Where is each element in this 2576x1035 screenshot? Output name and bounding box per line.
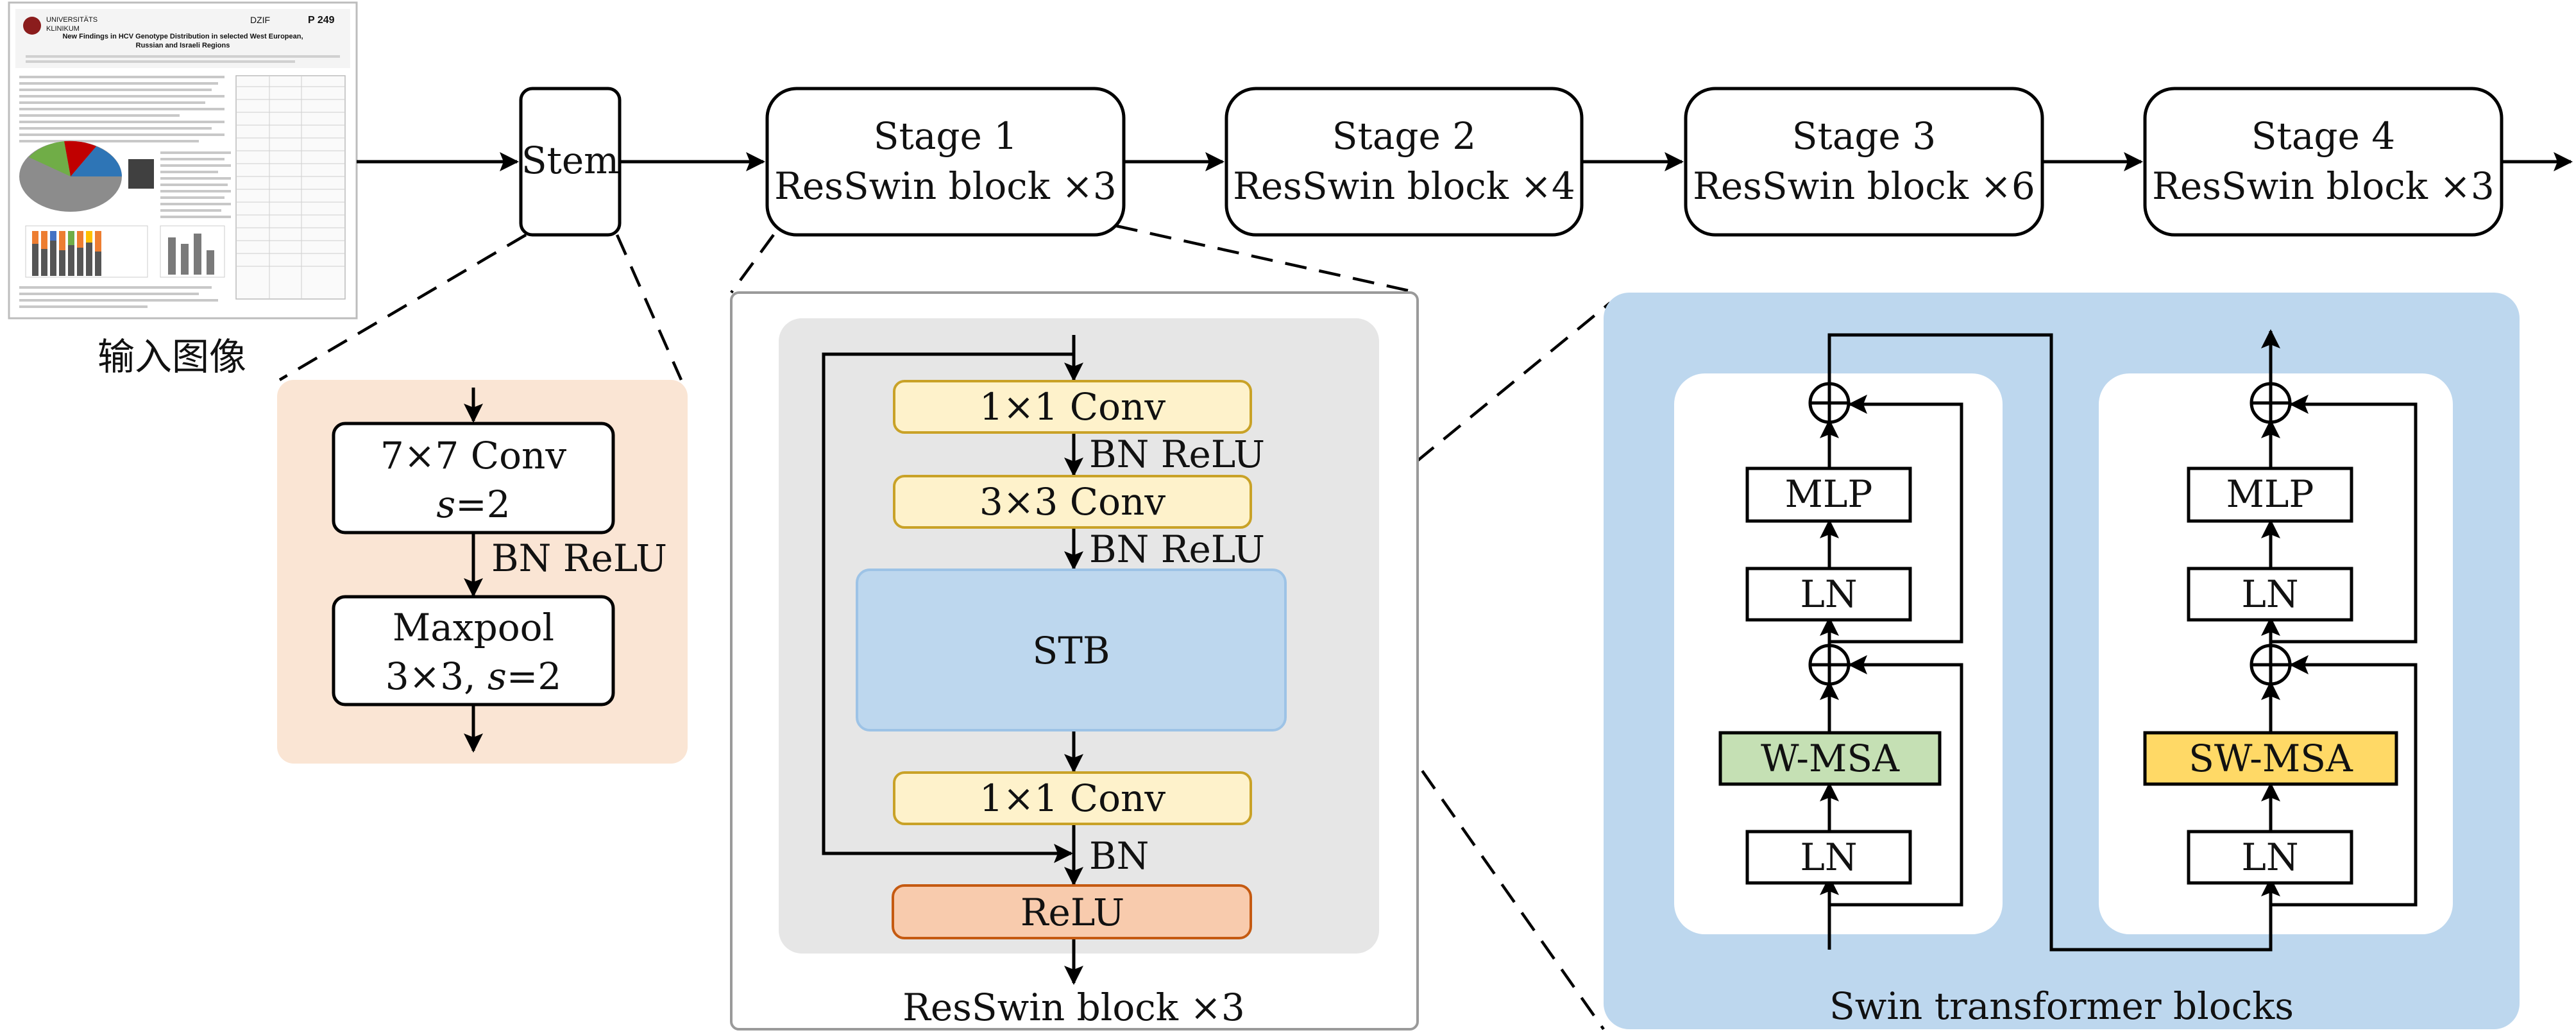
resswin-bn-label: BN — [1089, 834, 1149, 878]
stage-4-title: Stage 4 — [2251, 114, 2395, 158]
svg-text:KLINIKUM: KLINIKUM — [46, 25, 80, 33]
resswin-conv2-box: 3×3 Conv — [893, 475, 1252, 529]
stage-3-subtitle: ResSwin block ×6 — [1693, 164, 2035, 208]
stage-4-subtitle: ResSwin block ×3 — [2152, 164, 2495, 208]
resswin-detail-panel: 1×1 Conv BN ReLU 3×3 Conv BN ReLU STB 1×… — [730, 291, 1419, 1031]
poster-title-line1: New Findings in HCV Genotype Distributio… — [62, 33, 303, 40]
swin-sw-msa-label: SW-MSA — [2189, 737, 2353, 780]
stem-box: Stem — [519, 87, 622, 237]
swin-w-msa-label: W-MSA — [1761, 737, 1900, 780]
stem-maxpool-label: Maxpool — [393, 606, 554, 649]
swin-w-mlp-label: MLP — [1785, 472, 1873, 516]
stage-3-title: Stage 3 — [1792, 114, 1936, 158]
input-image-thumbnail: UNIVERSITÄTS KLINIKUM DZIF P 249 New Fin… — [8, 1, 358, 320]
stem-conv-box: 7×7 Conv s=2 — [332, 422, 615, 535]
stem-label: Stem — [521, 139, 619, 182]
zoom-lines — [278, 224, 1611, 1031]
input-image-label: 输入图像 — [97, 335, 246, 379]
resswin-conv3-label: 1×1 Conv — [979, 776, 1165, 820]
add-icon — [2250, 644, 2292, 686]
poster-title-line2: Russian and Israeli Regions — [136, 42, 230, 49]
stem-maxpool-params: 3×3, s=2 — [386, 654, 562, 698]
swin-block-sw: MLP LN SW-MSA LN — [2143, 382, 2398, 885]
swin-sw-ln-top-label: LN — [2241, 572, 2298, 616]
thumbnail-pie-chart — [19, 141, 122, 212]
swin-w-ln-top-label: LN — [1800, 572, 1857, 616]
resswin-stb-box: STB — [856, 569, 1287, 731]
add-icon — [1808, 644, 1851, 686]
stage-3-box: Stage 3 ResSwin block ×6 — [1684, 87, 2044, 237]
swin-block-w: MLP LN W-MSA LN — [1718, 382, 1942, 885]
resswin-bn-relu-1: BN ReLU — [1089, 432, 1265, 476]
add-icon — [1808, 382, 1851, 424]
swin-sw-ln-bottom-label: LN — [2241, 835, 2298, 879]
university-logo-icon — [23, 17, 41, 35]
stem-detail-panel: 7×7 Conv s=2 BN ReLU Maxpool 3×3, s=2 — [277, 380, 688, 764]
resswin-stb-label: STB — [1032, 629, 1110, 672]
stage-1-box: Stage 1 ResSwin block ×3 — [765, 87, 1126, 237]
resswin-relu-label: ReLU — [1021, 891, 1124, 934]
swin-w-ln-bottom-label: LN — [1800, 835, 1857, 879]
poster-id: P 249 — [308, 15, 335, 26]
swin-caption: Swin transformer blocks — [1829, 984, 2294, 1028]
stem-conv-label: 7×7 Conv — [380, 434, 566, 477]
resswin-conv1-box: 1×1 Conv — [893, 380, 1252, 434]
stem-conv-stride: s=2 — [436, 483, 510, 526]
stem-maxpool-box: Maxpool 3×3, s=2 — [332, 595, 615, 706]
resswin-conv2-label: 3×3 Conv — [979, 480, 1165, 524]
stem-bn-relu-label: BN ReLU — [491, 536, 667, 580]
stage-1-subtitle: ResSwin block ×3 — [774, 164, 1117, 208]
stage-4-box: Stage 4 ResSwin block ×3 — [2143, 87, 2504, 237]
thumbnail-bar-chart — [25, 225, 148, 278]
swin-detail-panel: MLP LN W-MSA LN MLP LN S — [1604, 293, 2520, 1029]
stage-1-title: Stage 1 — [874, 114, 1017, 158]
resswin-relu-box: ReLU — [892, 884, 1252, 939]
dzif-logo: DZIF — [250, 15, 270, 25]
resswin-conv3-box: 1×1 Conv — [893, 771, 1252, 825]
svg-text:UNIVERSITÄTS: UNIVERSITÄTS — [46, 16, 97, 24]
add-icon — [2250, 382, 2292, 424]
stage-2-box: Stage 2 ResSwin block ×4 — [1224, 87, 1584, 237]
stage-2-title: Stage 2 — [1332, 114, 1476, 158]
stage-2-subtitle: ResSwin block ×4 — [1233, 164, 1575, 208]
resswin-conv1-label: 1×1 Conv — [979, 385, 1165, 429]
resswin-bn-relu-2: BN ReLU — [1089, 527, 1265, 571]
resswin-caption: ResSwin block ×3 — [902, 986, 1245, 1029]
swin-sw-mlp-label: MLP — [2226, 472, 2314, 516]
